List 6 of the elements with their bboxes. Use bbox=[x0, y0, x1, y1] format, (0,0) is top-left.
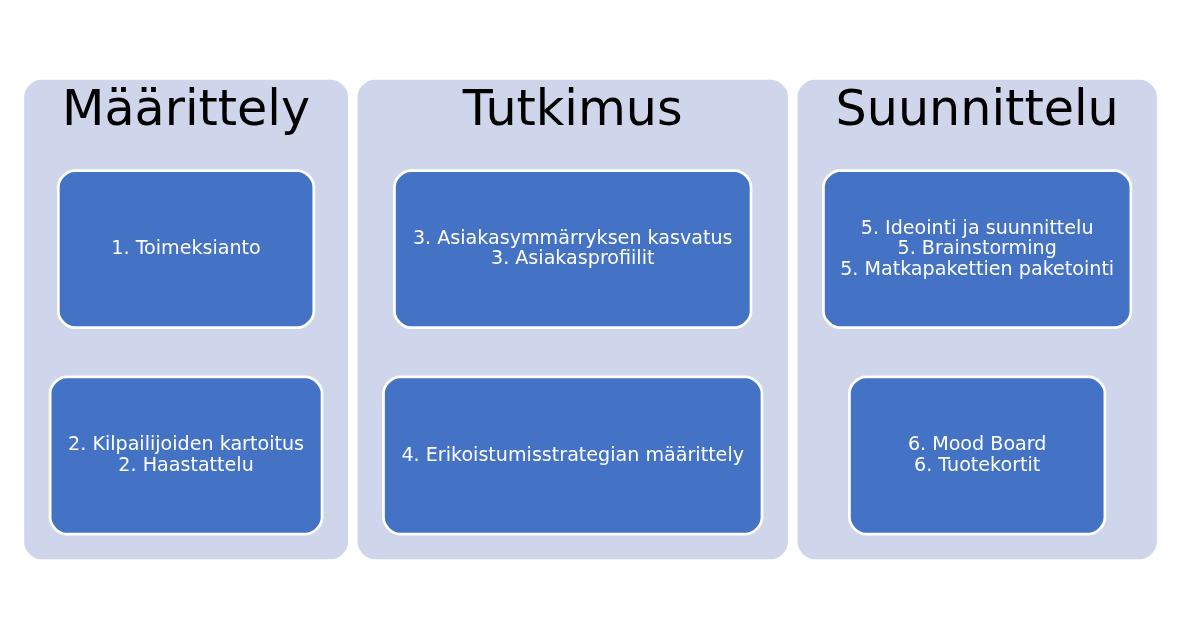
node-box: 5. Ideointi ja suunnittelu 5. Brainstorming 5. Matkapakettien paketointi bbox=[822, 169, 1133, 330]
node-box: 1. Toimeksianto bbox=[56, 169, 316, 330]
node-box: 3. Asiakasymmärryksen kasvatus 3. Asiakasprofiilit bbox=[393, 169, 753, 330]
node-box: 2. Kilpailijoiden kartoitus 2. Haastattelu bbox=[48, 375, 324, 536]
node-box: 4. Erikoistumisstrategian määrittely bbox=[382, 375, 764, 536]
node-box: 6. Mood Board 6. Tuotekortit bbox=[848, 375, 1107, 536]
